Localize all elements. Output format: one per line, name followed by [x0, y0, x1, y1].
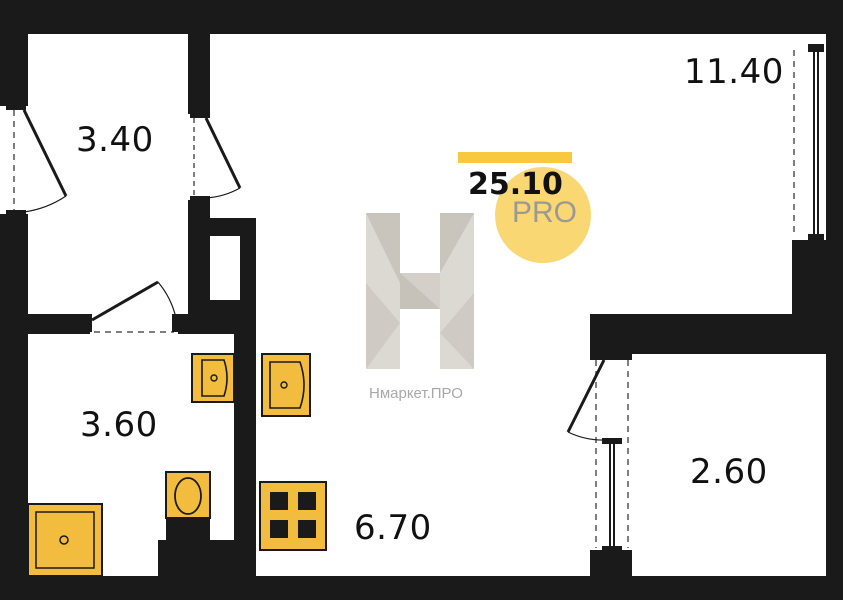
balcony-swing: [567, 431, 607, 441]
stove-burner-3: [270, 520, 288, 538]
balcony-cap-bottom: [602, 546, 622, 552]
stove: [259, 481, 327, 551]
brand-logo-icon: [366, 213, 474, 369]
living-door-leaf: [204, 117, 242, 189]
bath-sink-drain: [210, 374, 218, 382]
window-living-cap-top: [808, 44, 824, 52]
balcony-cap-mid: [602, 438, 622, 444]
living-door-opening: [188, 114, 210, 200]
shower-drain: [59, 535, 69, 545]
outer-wall-top: [0, 0, 843, 34]
kitchen-sink-bowl: [269, 361, 305, 409]
bath-door-jamb-left: [86, 314, 92, 332]
bath-door-leaf: [91, 280, 159, 322]
living-door-jamb-top: [190, 112, 210, 118]
toilet-bowl: [174, 477, 202, 515]
total-area-bar: [458, 152, 572, 163]
balcony-divider-wall: [590, 314, 826, 354]
room-area-bathroom: 3.60: [80, 405, 158, 445]
outer-wall-left: [0, 0, 28, 600]
living-door-jamb-bottom: [190, 196, 210, 202]
fixtures: [27, 353, 327, 577]
shower-tray-inner: [35, 511, 95, 569]
bath-door-jamb-right: [172, 314, 178, 332]
pro-badge-label: PRO: [512, 196, 578, 229]
room-area-kitchen: 6.70: [354, 508, 432, 548]
stove-burner-1: [270, 492, 288, 510]
entrance-jamb-bottom: [6, 210, 26, 216]
stove-burner-4: [298, 520, 316, 538]
shaft-wall-bottom: [210, 300, 256, 314]
balcony-leaf: [566, 359, 606, 433]
toilet-box: [166, 516, 210, 540]
entrance-leaf: [22, 109, 68, 197]
kitchen-sink-drain: [280, 381, 288, 389]
room-area-hallway: 3.40: [76, 120, 154, 160]
entrance-swing: [23, 195, 67, 213]
balcony-cap-top: [590, 354, 632, 360]
stove-burner-2: [298, 492, 316, 510]
brand-caption: Нмаркет.ПРО: [369, 385, 463, 402]
hall-partition-upper: [188, 34, 210, 114]
shower-tray: [27, 503, 103, 577]
toilet-ledge: [158, 540, 240, 576]
room-area-balcony: 2.60: [690, 452, 768, 492]
room-area-living: 11.40: [684, 52, 784, 92]
pro-badge: [495, 167, 591, 263]
outer-wall-right: [826, 0, 843, 600]
windows: [790, 44, 826, 242]
outer-wall-bottom: [0, 576, 843, 600]
shaft-void: [210, 236, 240, 300]
bath-sink-bowl: [201, 359, 228, 397]
entrance-jamb-top: [6, 104, 26, 110]
doors: [0, 104, 632, 552]
total-area-block: 25.10: [458, 150, 578, 220]
bath-door-swing: [157, 281, 177, 319]
bath-inner-wall: [234, 334, 256, 576]
total-area-value: 25.10: [468, 167, 563, 202]
bath-top-wall: [28, 314, 90, 334]
window-living: [790, 46, 826, 240]
hall-partition-mid: [188, 200, 210, 315]
window-living-cap-bottom: [808, 234, 824, 242]
living-door-swing: [205, 187, 241, 199]
living-right-pier: [792, 240, 826, 315]
bath-door-opening: [90, 314, 178, 334]
bath-top-wall-right: [178, 314, 240, 334]
